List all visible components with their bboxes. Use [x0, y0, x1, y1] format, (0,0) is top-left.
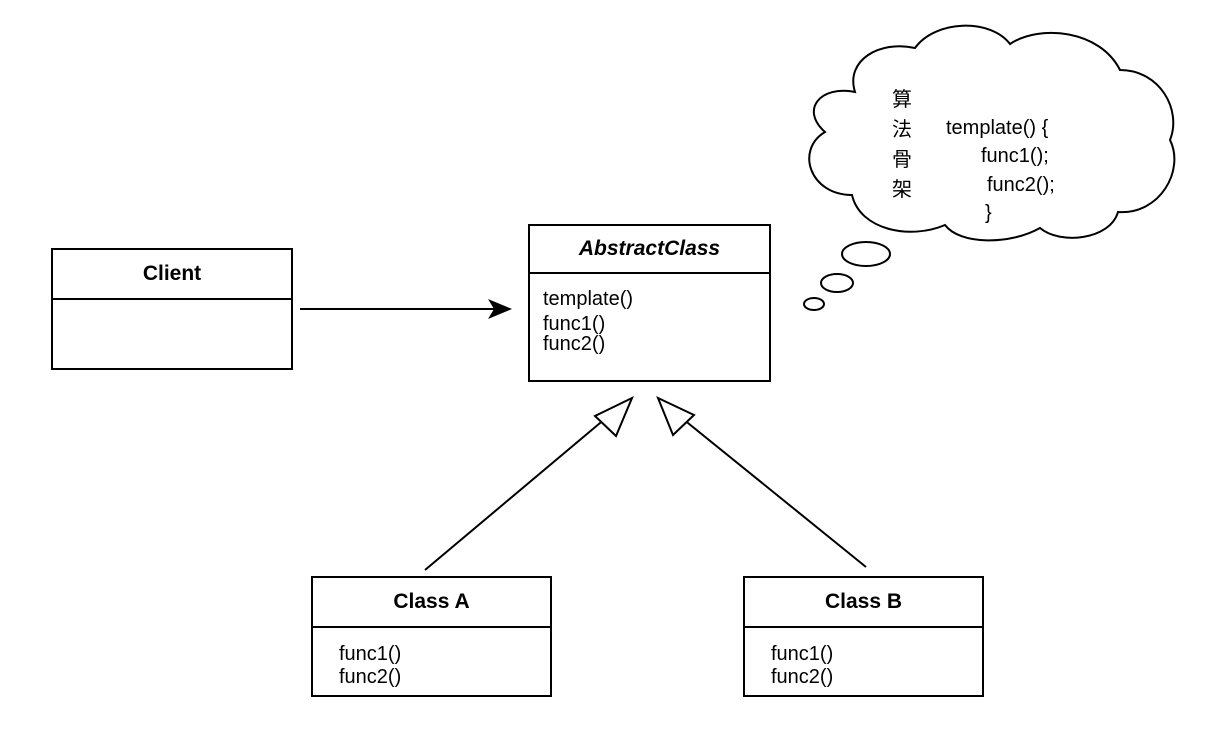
cloud-label-char: 骨 [892, 149, 912, 171]
abstract-class[interactable]: AbstractClass template() func1() func2() [528, 224, 771, 382]
class-a[interactable]: Class A func1() func2() [311, 576, 552, 697]
thought-cloud [803, 24, 1176, 311]
cloud-label-char: 架 [892, 179, 912, 201]
class-b-methods: func1() func2() [771, 642, 982, 695]
cloud-code-line: func2(); [987, 174, 1055, 196]
cloud-label-char: 算 [892, 89, 912, 111]
method-func2: func2() [339, 666, 402, 688]
method-func1: func1() [771, 643, 834, 665]
class-b-title: Class B [745, 578, 982, 628]
class-a-methods: func1() func2() [339, 642, 550, 695]
method-func1: func1() [339, 643, 402, 665]
cloud-code-line: func1(); [981, 145, 1049, 167]
class-b[interactable]: Class B func1() func2() [743, 576, 984, 697]
inheritance-arrow-class-b [656, 396, 867, 568]
abstract-class-title: AbstractClass [530, 226, 769, 274]
method-func1: func1() [543, 313, 606, 335]
client-class-body [53, 298, 291, 368]
cloud-label-char: 法 [892, 119, 912, 141]
method-func2: func2() [543, 333, 606, 355]
inheritance-arrow-class-a [424, 395, 634, 571]
cloud-code-line: template() { [946, 117, 1049, 139]
cloud-code-line: } [985, 202, 992, 224]
method-func2: func2() [771, 666, 834, 688]
method-template: template() [543, 288, 634, 310]
abstract-class-methods: template() func1() func2() [543, 288, 769, 380]
client-class-title: Client [53, 250, 291, 300]
class-a-title: Class A [313, 578, 550, 628]
thought-bubble-large [841, 241, 891, 267]
client-class[interactable]: Client [51, 248, 293, 370]
thought-bubble-small [803, 297, 825, 311]
thought-bubble-medium [820, 273, 854, 293]
